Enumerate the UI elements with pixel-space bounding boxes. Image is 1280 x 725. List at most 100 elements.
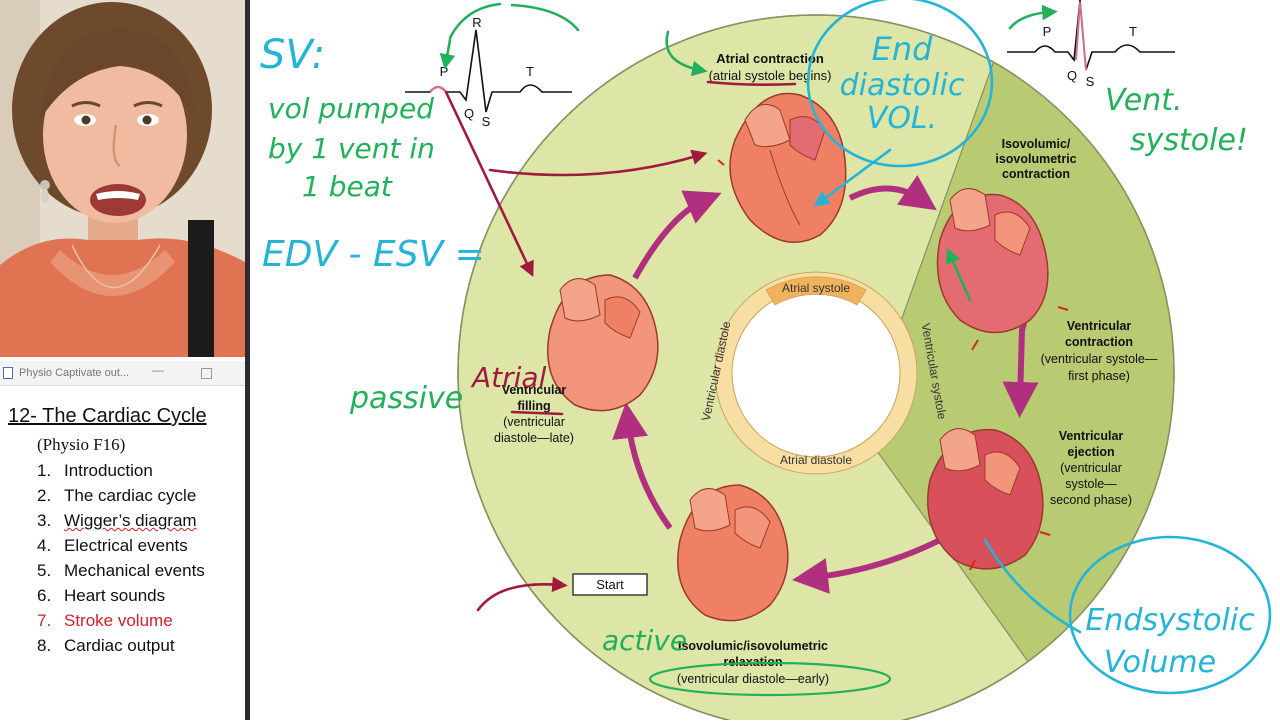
annotation-active: active	[602, 624, 687, 657]
outline-item-heart-sounds[interactable]: 6. Heart sounds	[37, 585, 205, 610]
annotation-sv-def-1: vol pumped	[268, 92, 434, 125]
annotation-arrow-red-atrial	[488, 149, 708, 177]
annotation-passive: passive	[349, 381, 463, 416]
annotation-arrow-to-p	[439, 38, 456, 70]
annotation-circle-esv	[1068, 535, 1272, 695]
outline-item-mechanical-events[interactable]: 5. Mechanical events	[37, 560, 205, 585]
outline-item-label: Mechanical events	[64, 561, 205, 580]
annotation-end-systolic-2: Volume	[1104, 645, 1216, 680]
outline-item-number: 5.	[37, 561, 52, 580]
outline-item-label: Heart sounds	[64, 586, 166, 605]
outline-item-label: Wigger’s diagram	[64, 511, 197, 530]
ecg-right-label-t: T	[1129, 24, 1137, 39]
left-panel: Physio Captivate out... — 12- The Cardia…	[0, 0, 245, 720]
outline-item-electrical-events[interactable]: 4. Electrical events	[37, 535, 205, 560]
annotation-end-diastolic-1: End	[872, 30, 934, 68]
ecg-label-r: R	[472, 15, 481, 30]
annotation-underline-atrial-systole	[706, 80, 797, 86]
label-ventricular-ejection-4: systole—	[1065, 477, 1117, 491]
minimize-button[interactable]: —	[152, 363, 164, 377]
outline-item-label: The cardiac cycle	[64, 486, 197, 505]
document-icon	[3, 367, 13, 379]
outline-item-cardiac-output[interactable]: 8.Cardiac output	[37, 635, 205, 660]
ring-label-atrial-diastole: Atrial diastole	[780, 453, 852, 467]
annotation-sv-def-3: 1 beat	[302, 170, 393, 203]
label-ventricular-ejection-5: second phase)	[1050, 493, 1132, 507]
start-box: Start	[572, 573, 648, 596]
outline-item-number: 1.	[37, 461, 52, 480]
label-atrial-contraction-sub: (atrial systole begins)	[709, 68, 832, 83]
annotation-arrow-red-start	[476, 576, 568, 612]
heart-ventricular-ejection	[927, 428, 1044, 570]
label-ventricular-ejection-1: Ventricular	[1059, 429, 1124, 443]
outline-item-number: 7.	[37, 611, 52, 630]
outline-item-stroke-volume[interactable]: 7. Stroke volume	[37, 610, 205, 635]
cardiac-cycle-diagram: Atrial systole Atrial diastole Ventricul…	[250, 0, 1280, 725]
outline-item-label: Stroke volume	[64, 611, 173, 630]
label-isovolumic-contraction-3: contraction	[1002, 167, 1070, 181]
label-ventricular-filling-2: filling	[517, 399, 550, 413]
annotation-circle-edv	[806, 0, 994, 168]
diagram-canvas: Atrial systole Atrial diastole Ventricul…	[260, 0, 1272, 725]
annotation-atrial: Atrial	[470, 361, 547, 394]
label-isovolumic-relaxation-2: relaxation	[723, 655, 782, 669]
label-isovolumic-contraction-2: isovolumetric	[995, 152, 1076, 166]
label-ventricular-contraction-1: Ventricular	[1067, 319, 1132, 333]
ring-label-atrial-systole: Atrial systole	[782, 281, 850, 295]
presenter-video-frame	[0, 0, 245, 357]
annotation-circle-early-diastole	[648, 661, 892, 697]
outline-item-introduction[interactable]: 1. Introduction	[37, 460, 205, 485]
annotation-formula: EDV - ESV =	[262, 234, 485, 275]
outline-list: 1. Introduction 2. The cardiac cycle 3. Wig…	[37, 460, 205, 660]
outline-item-label: Electrical events	[64, 536, 188, 555]
label-isovolumic-relaxation-1: Isovolumic/isovolumetric	[678, 639, 828, 653]
outline-item-number: 4.	[37, 536, 52, 555]
ecg-trace-top	[405, 29, 572, 113]
outline-item-label: Introduction	[64, 461, 153, 480]
label-ventricular-ejection-3: (ventricular	[1060, 461, 1122, 475]
label-ventricular-filling-3: (ventricular	[503, 415, 565, 429]
annotation-sv: SV:	[260, 32, 325, 78]
label-ventricular-contraction-2: contraction	[1065, 335, 1133, 349]
annotation-arrow-right-ecg	[1008, 4, 1058, 30]
heart-ventricular-filling	[547, 274, 659, 412]
ecg-label-s: S	[482, 114, 491, 129]
presenter-webcam	[0, 0, 245, 357]
annotation-stroke-green	[510, 3, 580, 32]
annotation-arrow-esv	[983, 538, 1082, 634]
maximize-button[interactable]	[201, 368, 212, 379]
outline-window-title: Physio Captivate out...	[19, 367, 130, 379]
outline-item-number: 6.	[37, 586, 52, 605]
outline-item-number: 2.	[37, 486, 52, 505]
annotation-vent-systole-1: Vent.	[1105, 83, 1183, 118]
label-ventricular-filling-1: Ventricular	[502, 383, 567, 397]
annotation-arrow-green-heart	[946, 247, 972, 302]
label-ventricular-ejection-2: ejection	[1067, 445, 1114, 459]
annotation-arrow-green-top	[448, 2, 502, 40]
annotation-end-diastolic-2: diastolic	[840, 68, 965, 103]
annotation-end-diastolic-3: VOL.	[867, 101, 937, 136]
annotation-sv-def-2: by 1 vent in	[268, 132, 435, 165]
ecg-label-t: T	[526, 64, 534, 79]
annotation-end-systolic-1: Endsystolic	[1085, 603, 1255, 638]
label-isovolumic-contraction-1: Isovolumic/	[1002, 137, 1071, 151]
heart-ventricular-contraction	[936, 188, 1049, 334]
label-ventricular-contraction-4: first phase)	[1068, 369, 1130, 383]
outline-window-titlebar[interactable]: Physio Captivate out... —	[0, 361, 245, 386]
ecg-right-label-p: P	[1043, 24, 1052, 39]
annotation-vent-systole-2: systole!	[1130, 123, 1248, 158]
outline-subtitle: (Physio F16)	[37, 435, 126, 454]
pressure-arrows	[717, 159, 1069, 571]
ecg-label-p: P	[440, 64, 449, 79]
ecg-label-q: Q	[464, 106, 474, 121]
outline-item-number: 8.	[37, 636, 52, 655]
label-ventricular-filling-4: diastole—late)	[494, 431, 574, 445]
annotation-arrow-red-p	[444, 90, 534, 278]
panel-divider[interactable]	[245, 0, 250, 720]
ecg-right-label-q: Q	[1067, 68, 1077, 83]
outline-item-wiggers-diagram[interactable]: 3. Wigger’s diagram	[37, 510, 205, 535]
outline-item-number: 3.	[37, 511, 52, 530]
outline-item-cardiac-cycle[interactable]: 2. The cardiac cycle	[37, 485, 205, 510]
label-atrial-contraction: Atrial contraction	[716, 51, 824, 66]
heart-isovolumic-relaxation	[677, 484, 789, 622]
